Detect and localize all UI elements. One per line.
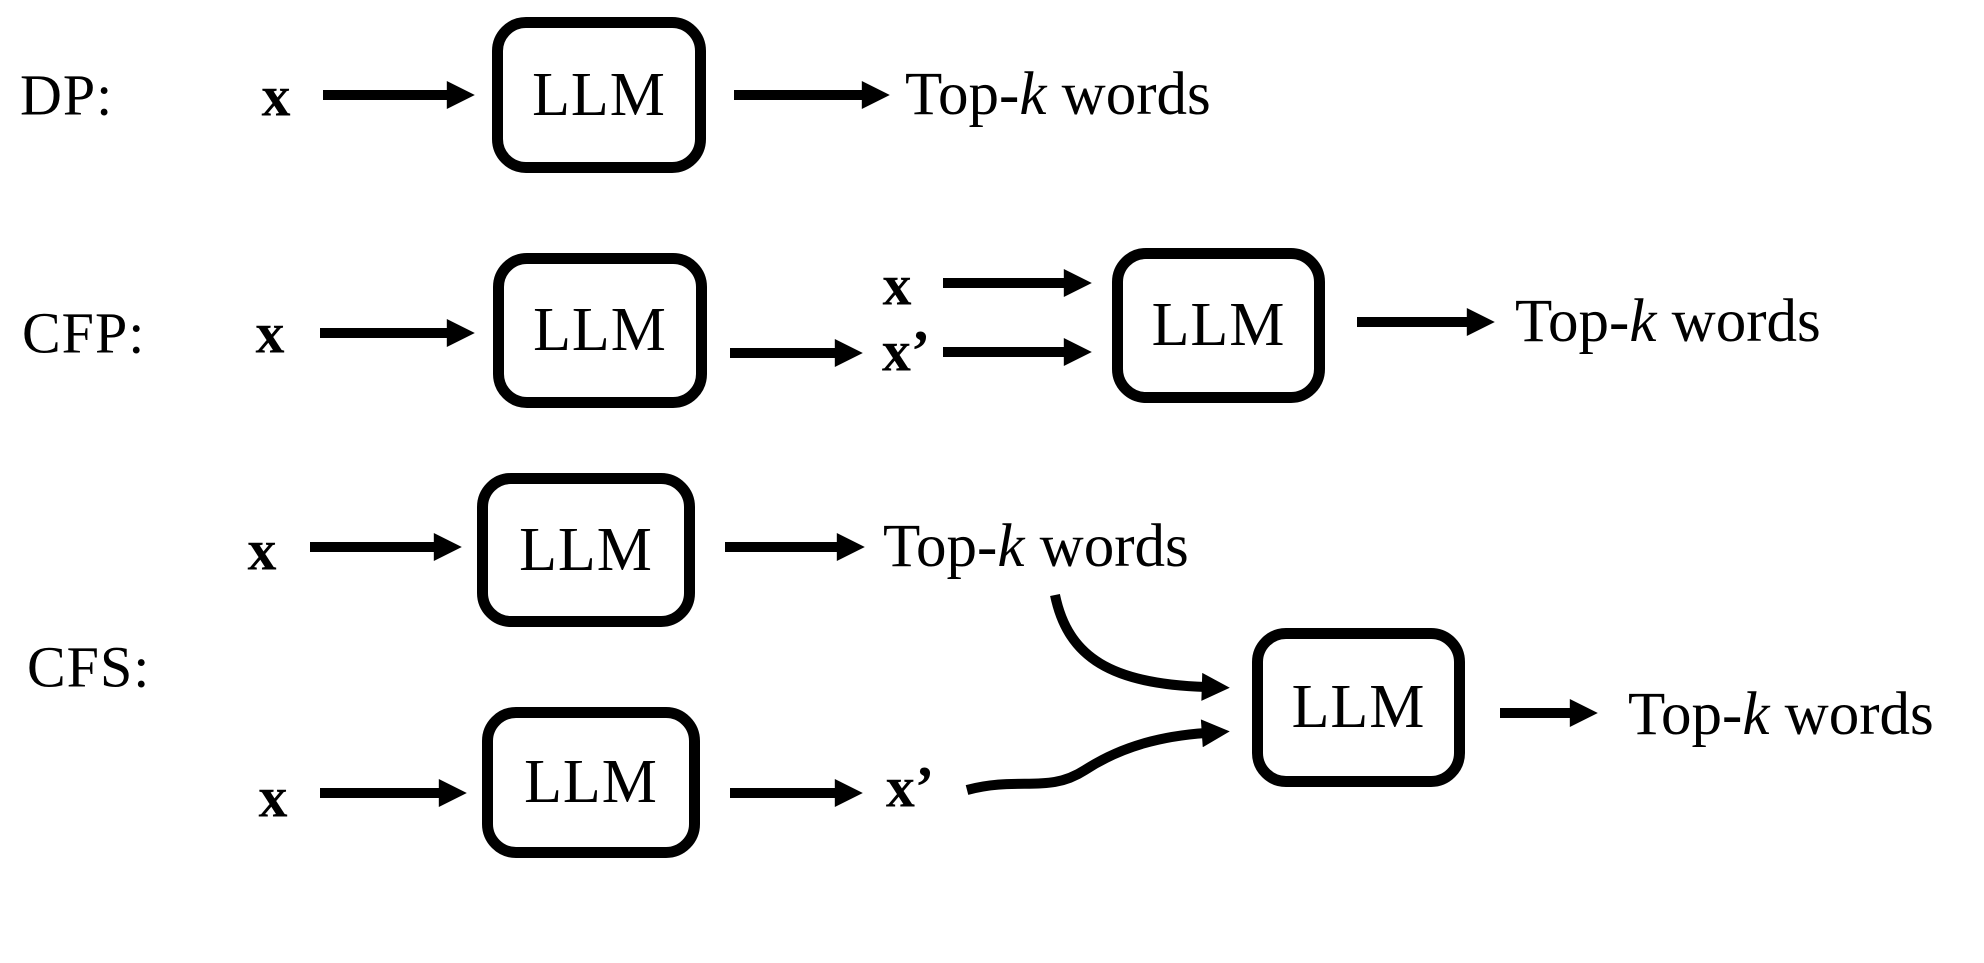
cfp-input-x: x <box>255 300 285 366</box>
cfs-xprime: x’ <box>885 754 935 820</box>
cfp-llm1-box: LLM <box>493 253 707 408</box>
cfp-llm2-label: LLM <box>1151 291 1286 359</box>
arrow-cfs-topk-curve-to-llm <box>1050 593 1230 701</box>
dp-llm-box: LLM <box>492 17 706 173</box>
cfp-llm1-label: LLM <box>533 296 667 364</box>
cfp-llm2-box: LLM <box>1112 248 1325 403</box>
cfp-x-second: x <box>882 252 912 318</box>
cfs-llm-top-box: LLM <box>477 473 695 627</box>
cfs-input-x-bottom: x <box>258 764 288 830</box>
topk-k-italic: k <box>1019 61 1047 128</box>
dp-llm-label: LLM <box>532 60 666 129</box>
cfs-llm-bottom-box: LLM <box>482 707 700 858</box>
cfs-llm-bottom-label: LLM <box>524 748 658 816</box>
method-label-dp: DP: <box>20 62 114 128</box>
method-label-cfs: CFS: <box>27 634 151 700</box>
topk-k-italic: k <box>997 513 1025 580</box>
topk-k-italic: k <box>1629 288 1657 355</box>
cfs-topk-words-final: Top-k words <box>1628 681 1934 748</box>
method-label-cfp: CFP: <box>22 300 146 366</box>
topk-k-italic: k <box>1742 681 1770 748</box>
cfs-llm-merge-box: LLM <box>1252 628 1465 787</box>
cfs-input-x-top: x <box>247 517 277 583</box>
dp-topk-words: Top-k words <box>905 61 1211 128</box>
dp-input-x: x <box>261 63 291 129</box>
cfs-llm-top-label: LLM <box>519 515 653 584</box>
arrow-cfs-xprime-curve-to-llm <box>965 719 1230 795</box>
cfp-xprime: x’ <box>881 318 931 384</box>
cfs-llm-merge-label: LLM <box>1291 673 1426 741</box>
cfp-topk-words: Top-k words <box>1515 288 1821 355</box>
cfs-topk-words-intermediate: Top-k words <box>883 513 1189 580</box>
